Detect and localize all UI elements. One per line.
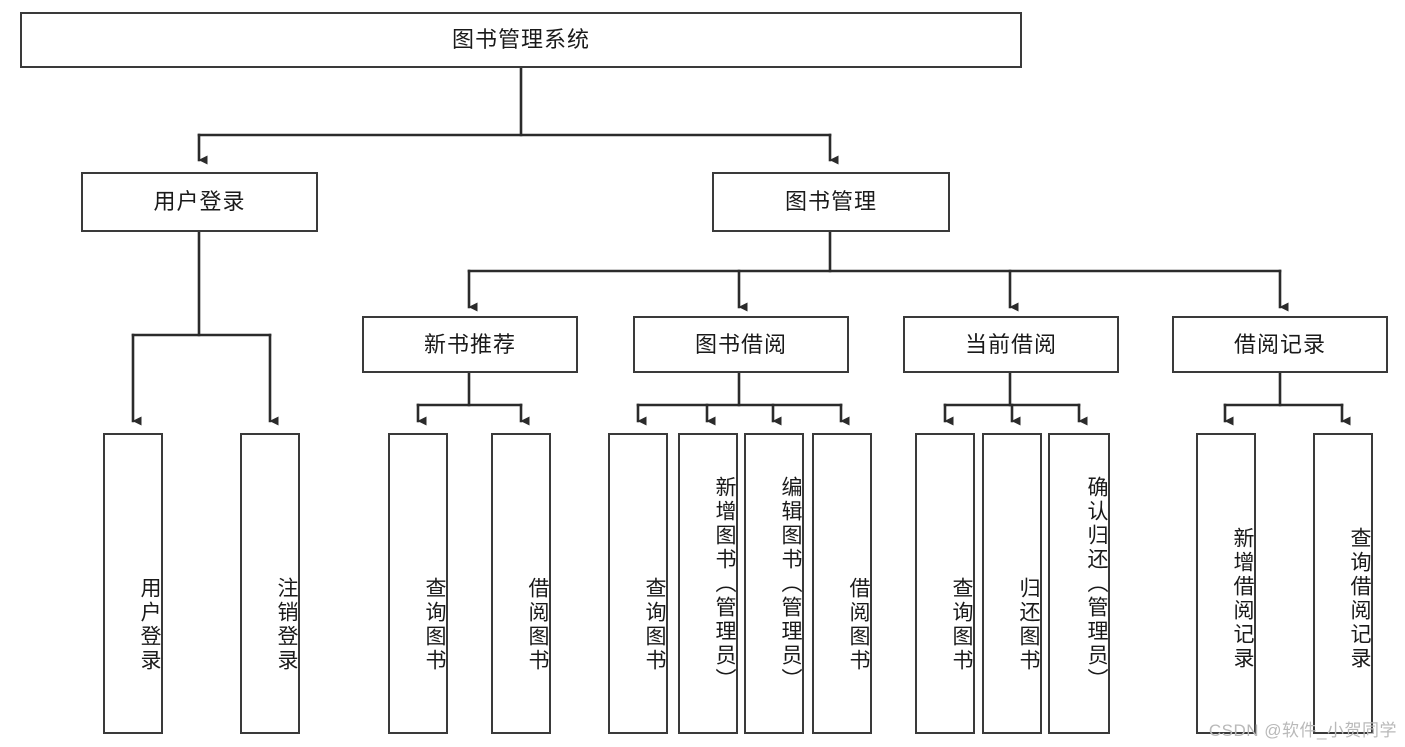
node-book-manage[interactable]: 图书管理 [712, 172, 950, 232]
node-current-borrow-label: 当前借阅 [964, 331, 1057, 357]
leaf-return-book[interactable]: 归还图书 [982, 433, 1042, 734]
leaf-borrow-book-2-label: 借阅图书 [847, 576, 870, 673]
leaf-add-book-label: 新增图书（管理员） [713, 475, 736, 692]
leaf-logout-label: 注销登录 [275, 576, 298, 673]
leaf-add-record[interactable]: 新增借阅记录 [1196, 433, 1256, 734]
leaf-user-login[interactable]: 用户登录 [103, 433, 163, 734]
leaf-query-book-1[interactable]: 查询图书 [388, 433, 448, 734]
node-borrow-record-label: 借阅记录 [1233, 331, 1326, 357]
leaf-query-book-2[interactable]: 查询图书 [608, 433, 668, 734]
leaf-query-record-label: 查询借阅记录 [1348, 526, 1371, 671]
node-borrow-record[interactable]: 借阅记录 [1172, 316, 1388, 373]
leaf-edit-book-label: 编辑图书（管理员） [779, 475, 802, 692]
node-new-book-recommend[interactable]: 新书推荐 [362, 316, 578, 373]
leaf-confirm-return[interactable]: 确认归还（管理员） [1048, 433, 1110, 734]
leaf-borrow-book-1-label: 借阅图书 [526, 576, 549, 673]
leaf-user-login-label: 用户登录 [138, 576, 161, 673]
node-root-label: 图书管理系统 [451, 27, 590, 53]
node-book-borrow[interactable]: 图书借阅 [633, 316, 849, 373]
node-user-login-label: 用户登录 [153, 189, 246, 215]
leaf-confirm-return-label: 确认归还（管理员） [1085, 475, 1108, 692]
leaf-query-book-3[interactable]: 查询图书 [915, 433, 975, 734]
node-user-login[interactable]: 用户登录 [81, 172, 318, 232]
leaf-borrow-book-2[interactable]: 借阅图书 [812, 433, 872, 734]
leaf-query-book-1-label: 查询图书 [423, 576, 446, 673]
leaf-edit-book[interactable]: 编辑图书（管理员） [744, 433, 804, 734]
node-root[interactable]: 图书管理系统 [20, 12, 1022, 68]
leaf-query-book-3-label: 查询图书 [950, 576, 973, 673]
csdn-watermark: CSDN @软件_小贺同学 [1208, 721, 1397, 740]
leaf-add-book[interactable]: 新增图书（管理员） [678, 433, 738, 734]
leaf-logout[interactable]: 注销登录 [240, 433, 300, 734]
leaf-borrow-book-1[interactable]: 借阅图书 [491, 433, 551, 734]
node-current-borrow[interactable]: 当前借阅 [903, 316, 1119, 373]
leaf-add-record-label: 新增借阅记录 [1231, 526, 1254, 671]
leaf-query-record[interactable]: 查询借阅记录 [1313, 433, 1373, 734]
leaf-query-book-2-label: 查询图书 [643, 576, 666, 673]
node-book-borrow-label: 图书借阅 [694, 331, 787, 357]
node-book-manage-label: 图书管理 [784, 189, 877, 215]
leaf-return-book-label: 归还图书 [1017, 576, 1040, 673]
node-new-book-recommend-label: 新书推荐 [423, 331, 516, 357]
